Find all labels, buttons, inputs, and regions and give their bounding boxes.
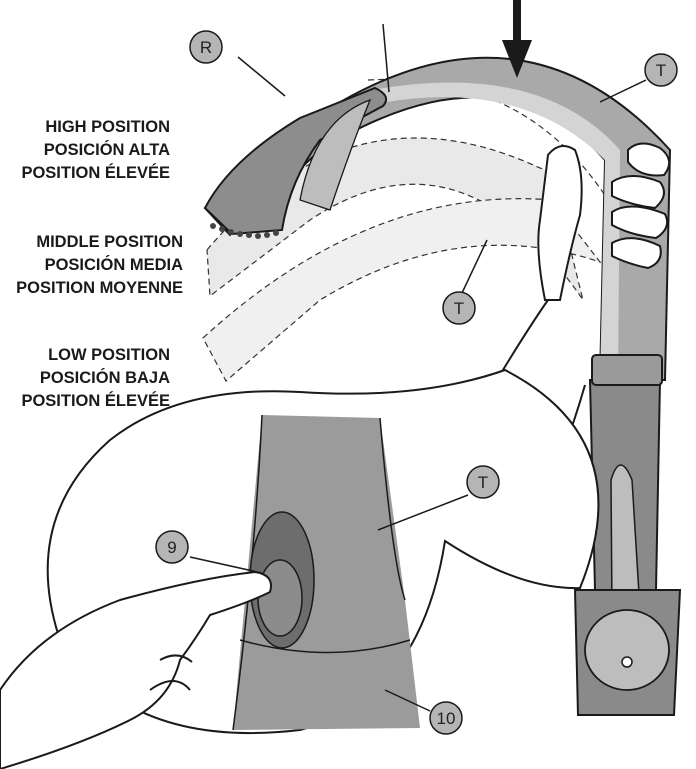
middle-position-en: MIDDLE POSITION xyxy=(0,231,183,254)
detail-button xyxy=(258,560,302,636)
low-position-en: LOW POSITION xyxy=(0,344,170,367)
middle-position-label: MIDDLE POSITION POSICIÓN MEDIA POSITION … xyxy=(0,231,183,300)
middle-position-fr: POSITION MOYENNE xyxy=(0,277,183,300)
callout-9: 9 xyxy=(156,531,188,563)
low-position-fr: POSITION ÉLEVÉE xyxy=(0,390,170,413)
callout-10: 10 xyxy=(430,702,462,734)
callout-9-label: 9 xyxy=(167,538,176,557)
middle-position-es: POSICIÓN MEDIA xyxy=(0,254,183,277)
callout-10-label: 10 xyxy=(437,709,456,728)
callout-r: R xyxy=(190,31,222,63)
low-position-es: POSICIÓN BAJA xyxy=(0,367,170,390)
high-position-fr: POSITION ÉLEVÉE xyxy=(0,162,170,185)
high-position-es: POSICIÓN ALTA xyxy=(0,139,170,162)
callout-t-middle-label: T xyxy=(454,299,464,318)
callout-t-detail: T xyxy=(467,466,499,498)
low-position-label: LOW POSITION POSICIÓN BAJA POSITION ÉLEV… xyxy=(0,344,170,413)
callout-t-upper-label: T xyxy=(656,61,666,80)
callout-t-upper: T xyxy=(645,54,677,86)
callout-t-middle: T xyxy=(443,292,475,324)
high-position-label: HIGH POSITION POSICIÓN ALTA POSITION ÉLE… xyxy=(0,116,170,185)
callout-t-detail-label: T xyxy=(478,473,488,492)
callout-r-label: R xyxy=(200,38,212,57)
high-position-en: HIGH POSITION xyxy=(0,116,170,139)
